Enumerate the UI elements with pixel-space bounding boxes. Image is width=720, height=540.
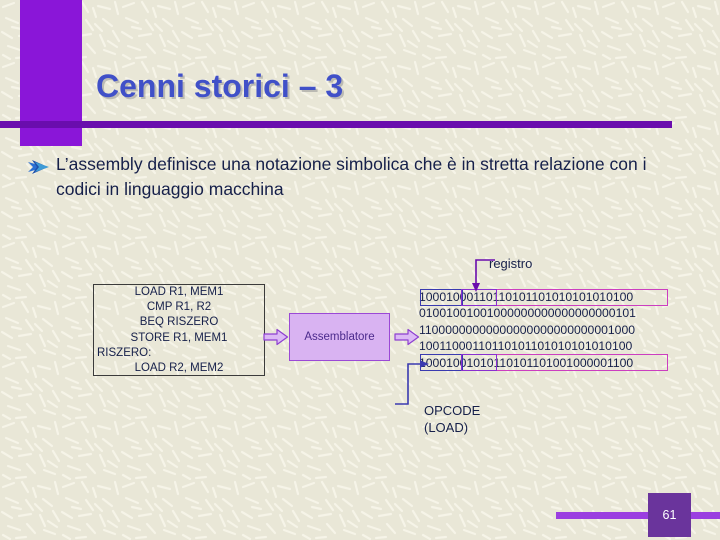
opcode-callout-line1: OPCODE — [424, 403, 481, 418]
code-line: LOAD R2, MEM2 — [134, 362, 224, 375]
opcode-callout-line2: (LOAD) — [424, 420, 469, 435]
page-title: Cenni storici – 3 — [96, 68, 344, 104]
machine-code-line: 10001000110110101101010101010100 — [419, 290, 634, 304]
page-number: 61 — [662, 508, 677, 522]
opcode-callout-label: OPCODE (LOAD) — [424, 402, 480, 436]
assembler-label: Assemblatore — [304, 331, 375, 343]
right-arrow-icon — [263, 328, 289, 346]
source-code-box — [93, 284, 265, 376]
machine-code-line: 10011000110110101101010101010100 — [419, 339, 633, 354]
source-code-lines: LOAD R1, MEM1 CMP R1, R2 BEQ RISZERO STO… — [93, 285, 265, 376]
page-number-box — [648, 493, 691, 537]
opcode-field-highlight — [420, 354, 463, 371]
header-rule — [0, 121, 672, 128]
registro-callout-label: registro — [489, 256, 533, 271]
assembler-box: Assemblatore — [289, 313, 390, 361]
arrow-bullet-icon — [26, 156, 54, 178]
machine-code-line: 10001001010110101101001000001100 — [419, 355, 634, 370]
machine-code-line: 01001001001000000000000000000101 — [419, 306, 636, 321]
bullet-text: L’assembly definisce una notazione simbo… — [56, 154, 647, 199]
code-line: CMP R1, R2 — [146, 301, 212, 314]
register-field-highlight — [461, 289, 497, 306]
footer-rule — [556, 512, 720, 519]
bullet-item: L’assembly definisce una notazione simbo… — [26, 152, 686, 202]
opcode-field-highlight — [420, 289, 463, 306]
machine-code-block: 10001000110110101101010101010100 0100100… — [419, 289, 636, 371]
code-line: BEQ RISZERO — [139, 316, 219, 329]
code-line: LOAD R1, MEM1 — [134, 286, 224, 298]
register-field-highlight — [461, 354, 497, 371]
machine-code-line: 11000000000000000000000000001000 — [419, 322, 635, 337]
code-line: RISZERO: — [97, 346, 152, 359]
right-arrow-icon — [394, 328, 420, 346]
code-line: STORE R1, MEM1 — [130, 331, 228, 344]
